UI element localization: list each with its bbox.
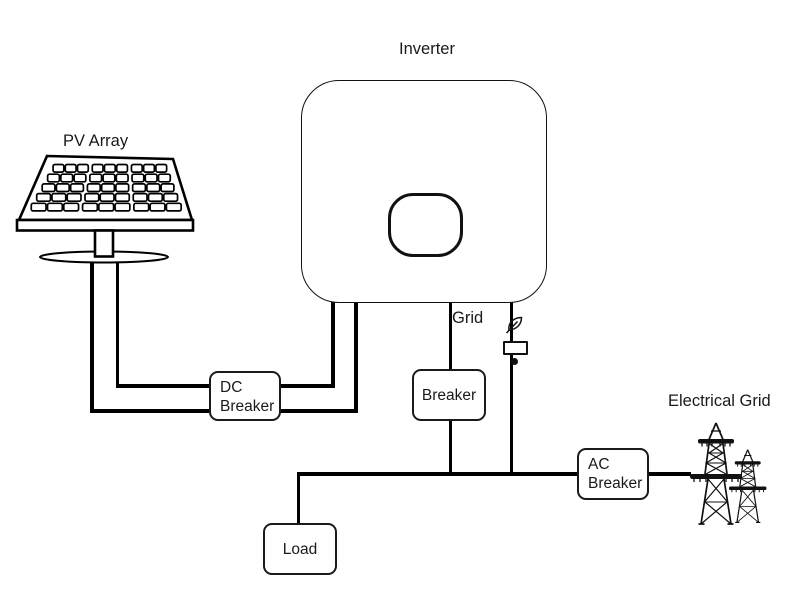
dc-breaker-box: DC Breaker — [209, 371, 281, 421]
electrical-grid-label: Electrical Grid — [668, 392, 771, 410]
grid-breaker-label: Breaker — [421, 386, 477, 404]
dc-breaker-label-line2: Breaker — [220, 398, 275, 415]
wire-inverter-dc2-vertical — [354, 302, 358, 413]
ac-breaker-label-line2: Breaker — [588, 475, 643, 492]
large-tower — [689, 422, 743, 525]
leaf-icon — [505, 316, 523, 334]
wire-ac-bus-horizontal — [297, 471, 691, 476]
ac-breaker-box: AC Breaker — [577, 448, 649, 500]
indicator-led-icon — [511, 358, 518, 365]
grid-breaker-box: Breaker — [412, 369, 486, 421]
inverter-faceplate — [388, 193, 528, 365]
display-screen — [503, 341, 528, 355]
solar-panel-icon — [15, 154, 195, 264]
wire-pv-outer-vertical — [90, 262, 94, 413]
transmission-towers-icon — [689, 422, 768, 525]
inverter-label: Inverter — [399, 40, 455, 58]
small-tower — [728, 449, 768, 524]
wire-grid-vertical — [509, 302, 513, 474]
inverter-unit — [301, 80, 547, 365]
load-label: Load — [282, 540, 318, 558]
dc-breaker-label-line1: DC — [220, 379, 243, 396]
load-box: Load — [263, 523, 337, 575]
wire-inverter-dc1-vertical — [331, 302, 335, 388]
ac-breaker-label-line1: AC — [588, 456, 610, 473]
pv-array-label: PV Array — [63, 132, 129, 150]
wire-pv-inner-vertical — [115, 262, 119, 388]
wire-load-drop-vertical — [297, 474, 300, 525]
grid-label: Grid — [452, 309, 484, 327]
pv-cell-grid — [30, 163, 183, 212]
